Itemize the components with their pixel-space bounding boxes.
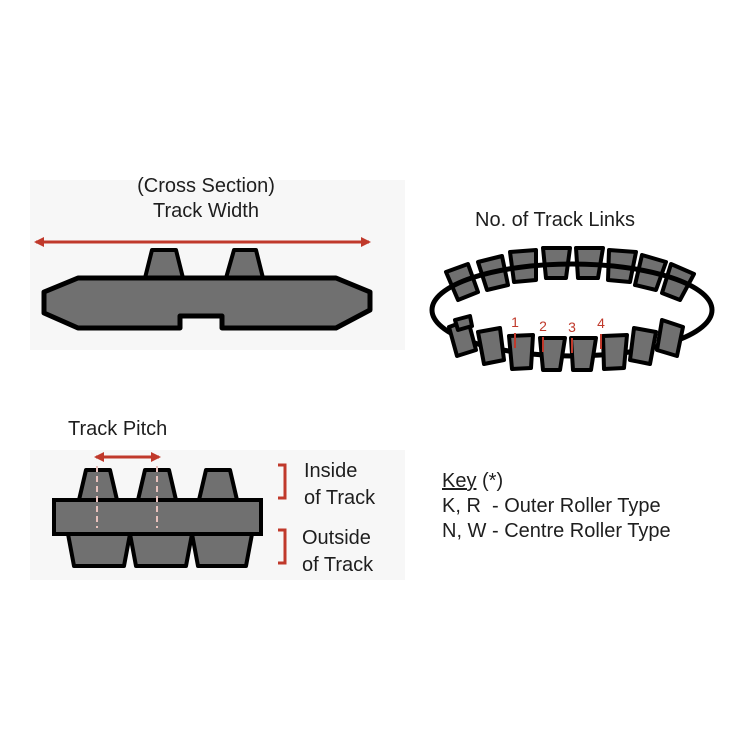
outside-lug: [128, 532, 194, 568]
cross-section-diagram: [34, 237, 373, 331]
cross-section-label: (Cross Section): [137, 175, 275, 197]
track-link: [569, 336, 598, 372]
track-link: [538, 336, 567, 372]
inside-label-line1: Inside: [304, 460, 358, 482]
key-line-centre-roller: N, W - Centre Roller Type: [442, 520, 671, 542]
cross-section-body: [41, 275, 373, 331]
track-width-label: Track Width: [153, 200, 259, 222]
inside-of-track-label: Inside of Track: [304, 459, 375, 511]
track-pitch-title: Track Pitch: [68, 418, 168, 440]
outside-label-line1: Outside: [302, 527, 371, 549]
link-number-4: 4: [597, 315, 605, 331]
outside-bracket: [278, 528, 287, 565]
track-link: [453, 314, 474, 332]
link-number-3: 3: [568, 319, 576, 335]
outside-lug: [190, 532, 254, 568]
pitch-lugs-inside: [77, 468, 239, 502]
cross-section-title: (Cross Section) Track Width: [106, 174, 306, 224]
key-heading-row: Key (*): [442, 469, 671, 494]
key-line-outer-roller: K, R - Outer Roller Type: [442, 495, 661, 517]
link-count-markers: 1 2 3 4: [511, 314, 605, 335]
inside-bracket: [278, 463, 287, 500]
track-side-brackets: [278, 463, 287, 565]
inside-lug: [197, 468, 239, 502]
outside-lug: [66, 532, 132, 568]
track-links-title: No. of Track Links: [475, 209, 636, 231]
outside-label-line2: of Track: [302, 554, 374, 576]
pitch-dashed-guides: [96, 466, 158, 528]
track-links-diagram: 1 2 3 4: [429, 246, 715, 372]
inside-lug: [136, 468, 178, 502]
track-link: [601, 333, 629, 371]
link-number-2: 2: [539, 318, 547, 334]
link-number-1: 1: [511, 314, 519, 330]
key-legend: Key (*) K, R - Outer Roller Type N, W - …: [442, 469, 671, 544]
inside-label-line2: of Track: [304, 487, 376, 509]
track-link: [628, 326, 658, 366]
link-tick-marks: [514, 333, 602, 353]
bottom-link-row: [447, 314, 685, 372]
track-link: [507, 333, 535, 371]
key-asterisk: (*): [476, 470, 504, 492]
pitch-lugs-outside: [66, 532, 254, 568]
track-link: [476, 326, 506, 366]
key-heading: Key: [442, 470, 477, 492]
outside-of-track-label: Outside of Track: [302, 526, 373, 578]
track-pitch-diagram: [52, 452, 287, 568]
inside-lug: [77, 468, 119, 502]
track-link: [655, 318, 685, 358]
